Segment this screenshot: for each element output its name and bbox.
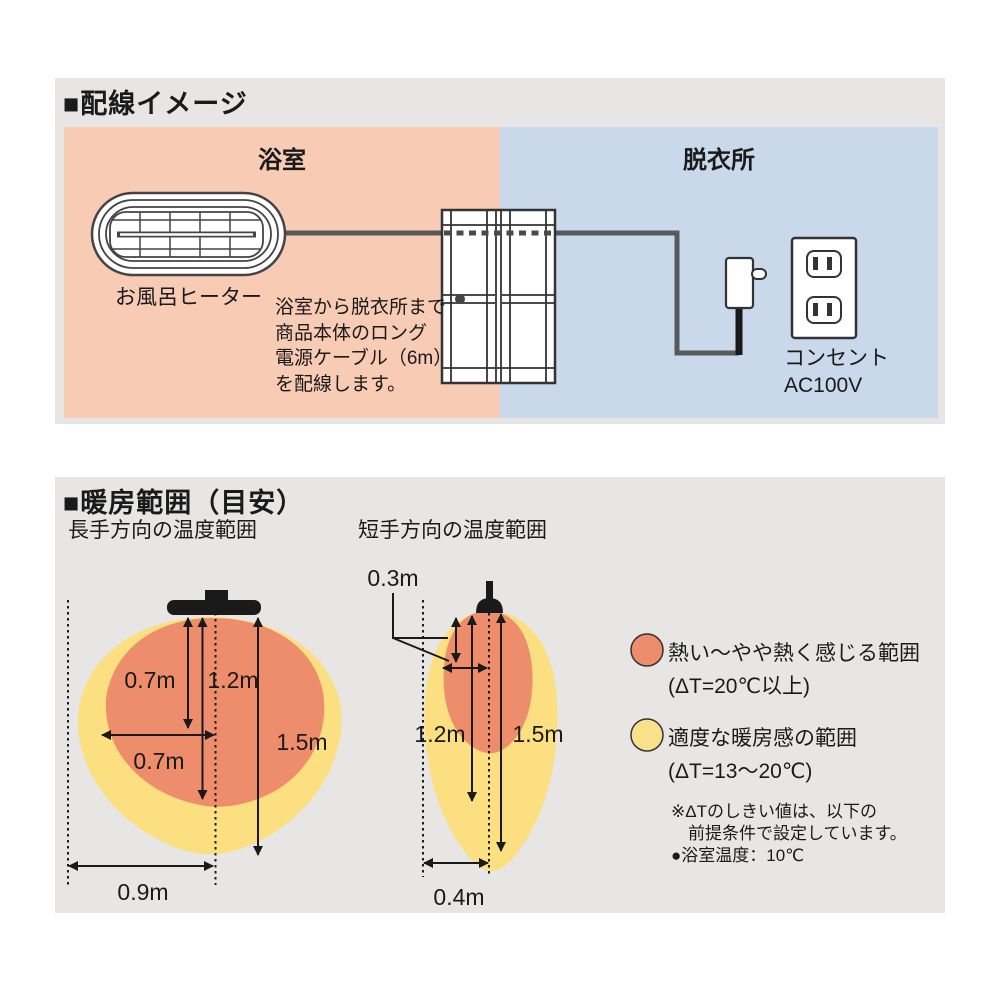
dim-label-offset: 0.3m xyxy=(367,565,418,591)
cable-note-line3: 電源ケーブル（6m） xyxy=(275,348,453,369)
outlet-label: コンセント AC100V xyxy=(784,345,889,399)
dim-label-inner-height: 1.2m xyxy=(414,721,465,747)
wiring-diagram-panel: ■配線イメージ 浴室 脱衣所 お風呂ヒーター 浴室から脱衣所まで 商品本体のロン… xyxy=(55,78,945,424)
heating-range-panel: 0.7m 1.2m 1.5m 0.7m 0.9m xyxy=(55,477,945,913)
cable-note-line2: 商品本体のロング xyxy=(275,322,428,344)
dim-label-inner-height: 0.7m xyxy=(124,667,175,693)
cable-note-line4: を配線します。 xyxy=(275,373,407,395)
cable-note: 浴室から脱衣所まで 商品本体のロング 電源ケーブル（6m） を配線します。 xyxy=(275,295,452,397)
dim-label-mid-height: 1.2m xyxy=(207,667,258,693)
wiring-diagram xyxy=(64,127,938,418)
short-direction-diagram: 0.3m 1.2m 1.5m 0.4m xyxy=(367,565,563,910)
bath-heater-label: お風呂ヒーター xyxy=(115,286,262,309)
door-knob xyxy=(455,294,465,304)
outlet-voltage: AC100V xyxy=(784,374,863,397)
dim-label-outer-height: 1.5m xyxy=(512,721,563,747)
legend-note-line1: ※ΔTのしきい値は、以下の xyxy=(671,802,877,821)
dim-label-outer-width: 0.9m xyxy=(117,879,168,905)
legend-note-line3: ●浴室温度：10℃ xyxy=(671,846,805,865)
door-icon xyxy=(440,208,557,385)
dressing-room-label: 脱衣所 xyxy=(683,147,755,174)
wiring-section-title: ■配線イメージ xyxy=(63,89,248,119)
hot-zone-blob xyxy=(443,611,533,754)
legend-warm-label: 適度な暖房感の範囲 xyxy=(668,727,857,750)
heating-section-title: ■暖房範囲（目安） xyxy=(63,488,305,518)
hot-zone-swatch xyxy=(630,633,664,667)
legend-swatches xyxy=(630,633,664,752)
bathroom-label: 浴室 xyxy=(258,147,306,174)
power-cable xyxy=(285,230,739,356)
outlet-name: コンセント xyxy=(784,347,889,370)
long-direction-label: 長手方向の温度範囲 xyxy=(68,519,257,542)
short-direction-label: 短手方向の温度範囲 xyxy=(358,519,547,542)
outlet-icon xyxy=(790,236,858,340)
hot-zone-blob xyxy=(105,618,325,807)
dressing-room-area xyxy=(500,127,938,418)
legend-note-line2: 前提条件で設定しています。 xyxy=(688,824,907,843)
dim-label-outer-width: 0.4m xyxy=(433,884,484,910)
plug-icon xyxy=(724,256,767,355)
ceiling-heater-icon xyxy=(167,590,261,615)
offset-leader-lines xyxy=(392,593,450,662)
legend-hot-range: (ΔT=20℃以上) xyxy=(668,675,811,698)
dim-label-outer-height: 1.5m xyxy=(276,729,327,755)
legend-hot-label: 熱い〜やや熱く感じる範囲 xyxy=(668,642,920,665)
legend-warm-range: (ΔT=13〜20℃) xyxy=(668,760,813,783)
pendant-heater-icon xyxy=(476,581,503,613)
long-direction-diagram: 0.7m 1.2m 1.5m 0.7m 0.9m xyxy=(67,590,342,905)
cable-note-line1: 浴室から脱衣所まで xyxy=(275,297,447,318)
heating-range-diagram: 0.7m 1.2m 1.5m 0.7m 0.9m xyxy=(67,565,664,910)
bath-heater-icon xyxy=(90,191,287,277)
warm-zone-swatch xyxy=(630,718,664,752)
dim-label-inner-width: 0.7m xyxy=(133,748,184,774)
